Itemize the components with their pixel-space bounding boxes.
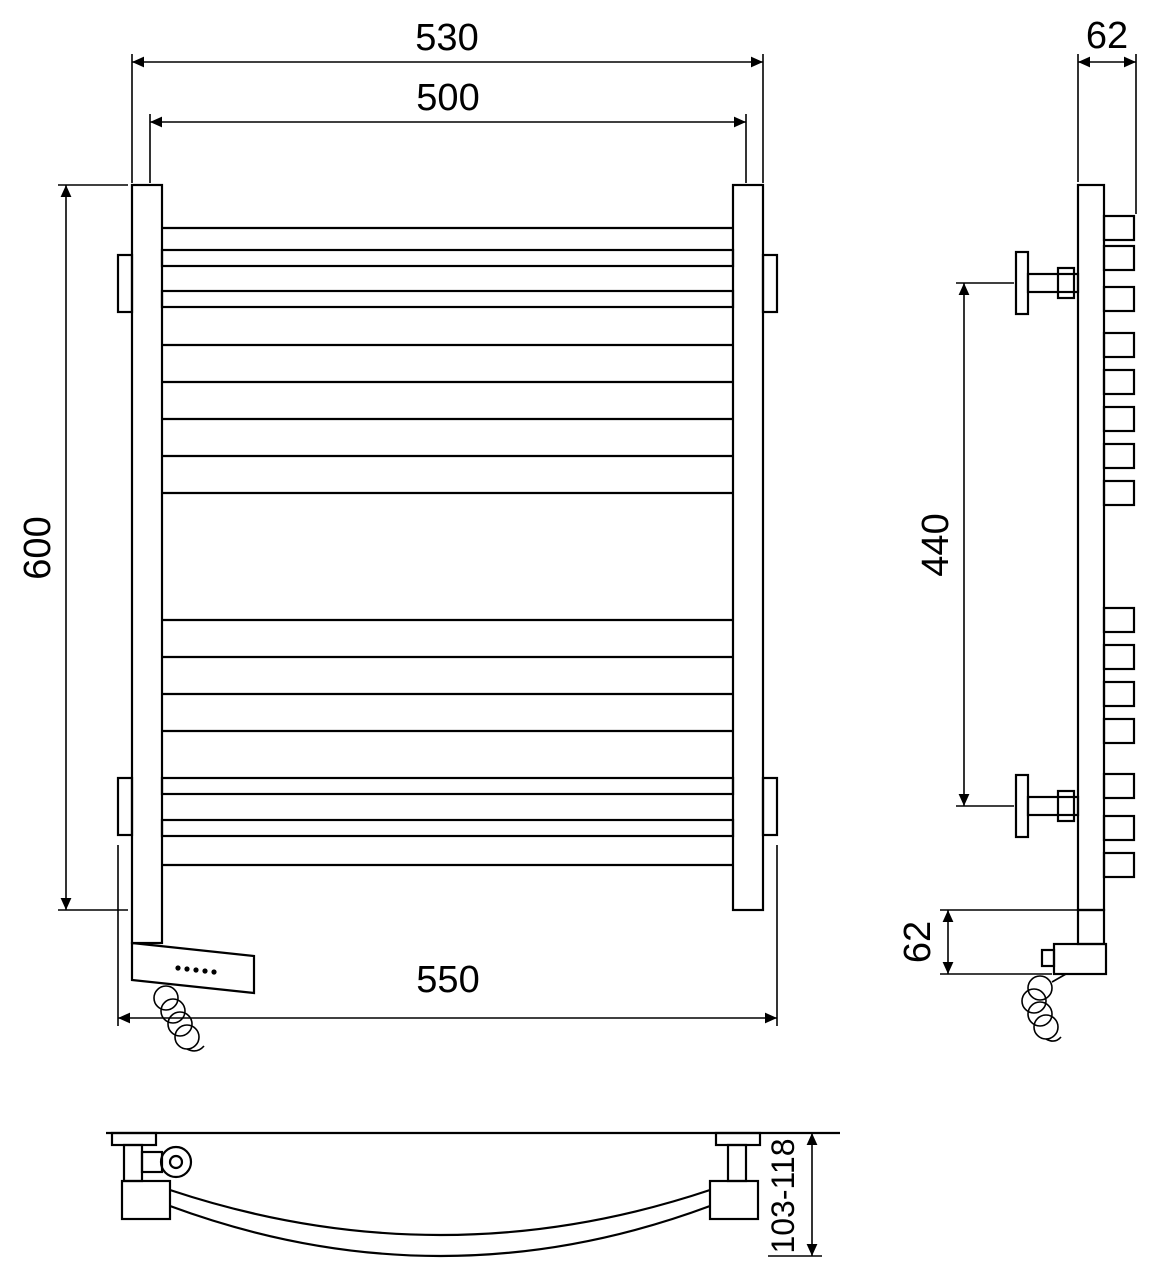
rung-end: [1102, 851, 1136, 879]
bracket-lug: [761, 776, 779, 837]
dim-label-depth-top: 62: [1086, 15, 1128, 57]
bracket-lug: [116, 253, 134, 314]
side-power-cable-coil: [1021, 973, 1067, 1042]
coil-loop: [1027, 975, 1053, 1001]
dim-depth-top: 62: [1077, 15, 1137, 214]
bracket-clamp: [1056, 789, 1076, 823]
rung-end: [1102, 331, 1136, 359]
dim-inner-width: 500: [149, 77, 747, 183]
dim-label-mount-width: 550: [416, 959, 479, 1001]
indicator-dot: [211, 969, 217, 975]
dim-label-height: 600: [17, 516, 59, 579]
wall-bracket-top: [1014, 250, 1080, 316]
curved-rung-inner: [169, 1204, 711, 1258]
dim-label-wall-clearance: 103-118: [765, 1138, 801, 1253]
side-post: [1076, 183, 1106, 912]
coil-loop: [174, 1024, 200, 1050]
bracket-arm: [1026, 795, 1080, 817]
rung-end: [1102, 814, 1136, 842]
bracket-lug: [116, 776, 134, 837]
bracket-clamp: [1056, 266, 1076, 300]
valve-body: [159, 1145, 193, 1179]
bracket-flange: [714, 1131, 762, 1147]
coil-loop: [167, 1011, 193, 1037]
bracket-arm: [1026, 272, 1080, 294]
rung-end: [1102, 442, 1136, 470]
rung-tube: [160, 818, 735, 838]
dim-label-depth-bottom: 62: [897, 921, 939, 963]
rung-end: [1102, 368, 1136, 396]
dim-label-mount-span: 440: [915, 513, 957, 576]
rung-tube: [160, 776, 735, 796]
rung-end: [1102, 285, 1136, 313]
coil-loop: [1033, 1014, 1059, 1040]
wall-bracket-bottom: [1014, 773, 1080, 839]
coil-loop: [153, 985, 179, 1011]
rung-end: [1102, 643, 1136, 671]
coil-loop: [1021, 988, 1047, 1014]
bracket-lug: [761, 253, 779, 314]
valve-center: [168, 1154, 184, 1170]
left-end-block: [120, 1179, 172, 1221]
valve-neck: [140, 1150, 164, 1174]
bracket-flange: [1014, 773, 1030, 839]
indicator-dot: [175, 965, 181, 971]
curved-rung-outer: [169, 1188, 711, 1237]
bottom-right-bracket: [714, 1131, 762, 1183]
rung-end: [1102, 717, 1136, 745]
rung-tube: [160, 289, 735, 309]
dim-label-overall-width: 530: [415, 17, 478, 59]
rung-end: [1102, 244, 1136, 272]
coil-lead: [1051, 973, 1067, 983]
front-view: [116, 183, 779, 1052]
right-post: [731, 183, 765, 912]
dim-mount-width: 550: [117, 845, 778, 1026]
rung-end: [1102, 772, 1136, 800]
coil-loop: [1027, 1001, 1053, 1027]
coil-tail: [186, 1045, 205, 1052]
bottom-view: [106, 1131, 840, 1258]
cable-gland: [1040, 948, 1056, 968]
left-post: [130, 183, 164, 945]
right-end-block: [708, 1179, 760, 1221]
dim-mount-span: 440: [915, 282, 1014, 807]
side-view: [1014, 183, 1136, 1042]
bottom-left-bracket: [110, 1131, 193, 1183]
dim-depth-bottom: 62: [897, 909, 1078, 975]
bracket-stem: [726, 1143, 748, 1183]
indicator-dot: [193, 967, 199, 973]
dim-overall-width: 530: [131, 17, 764, 183]
rung-end: [1102, 405, 1136, 433]
indicator-dot: [184, 966, 190, 972]
control-box: [130, 941, 256, 995]
rung-end: [1102, 479, 1136, 507]
bracket-flange: [1014, 250, 1030, 316]
rung-end: [1102, 606, 1136, 634]
coil-loop: [160, 998, 186, 1024]
dim-label-inner-width: 500: [416, 77, 479, 119]
indicator-dot: [202, 968, 208, 974]
coil-tail: [1045, 1036, 1062, 1042]
dim-wall-clearance: 103-118: [765, 1133, 822, 1257]
dim-height: 600: [17, 184, 128, 911]
rung-tube: [160, 248, 735, 268]
side-post-lower: [1076, 908, 1106, 946]
rung-end: [1102, 214, 1136, 242]
dimensions: 530 500 600 550 62: [17, 15, 1137, 1257]
bracket-stem: [122, 1143, 144, 1183]
rung-end: [1102, 680, 1136, 708]
side-control-box: [1052, 942, 1108, 976]
bracket-flange: [110, 1131, 158, 1147]
